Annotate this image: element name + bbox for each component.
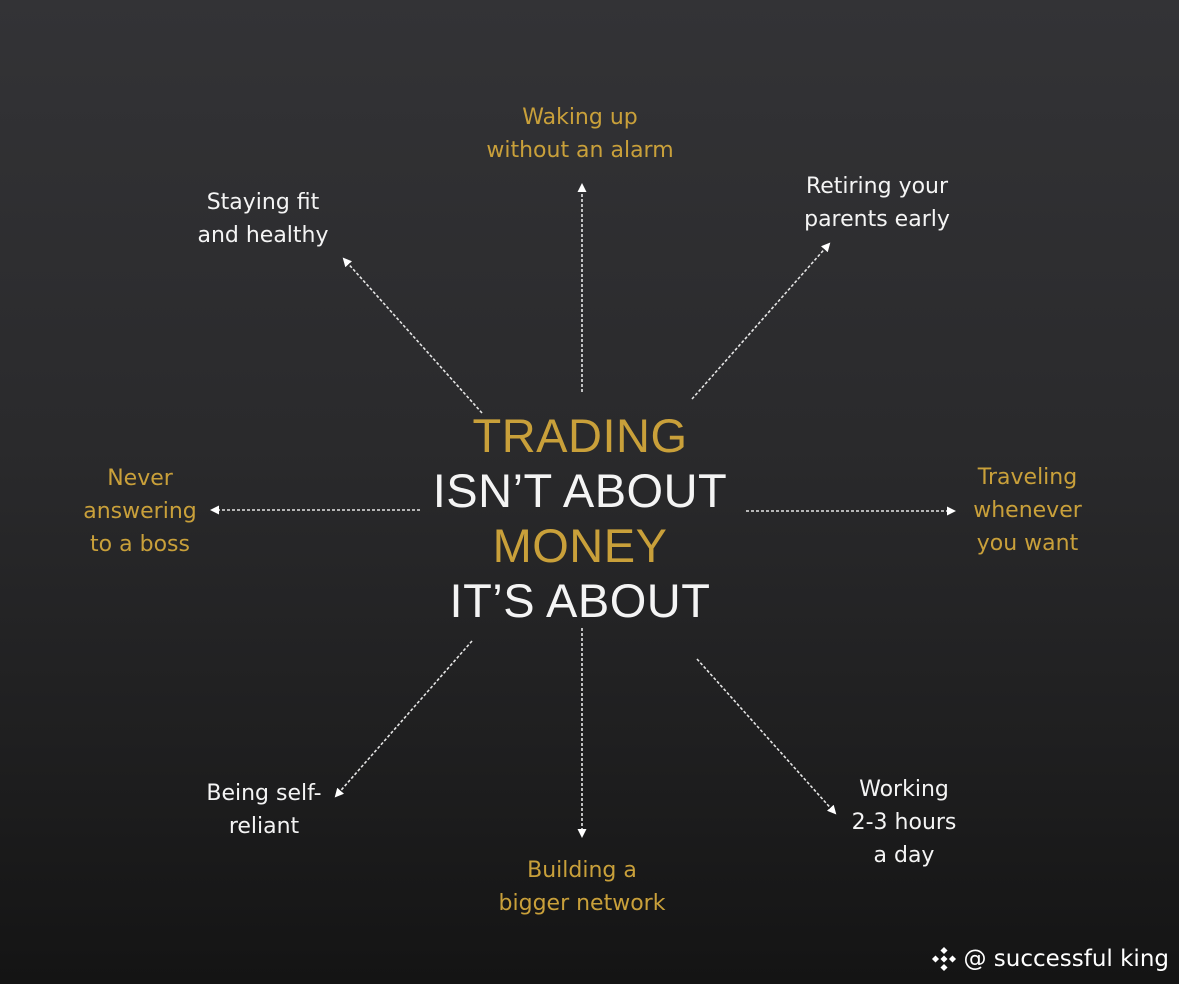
label-line: and healthy (197, 223, 329, 248)
label-line: answering (83, 499, 197, 524)
label-line: parents early (804, 207, 950, 232)
arrow-retiring (691, 242, 831, 400)
label-line: bigger network (498, 891, 666, 916)
label-line: Never (107, 466, 173, 491)
label-staying-fit: Staying fit and healthy (178, 186, 348, 252)
label-line: Being self- (206, 781, 322, 806)
label-line: you want (976, 531, 1079, 556)
label-line: Waking up (522, 105, 638, 130)
label-building-network: Building a bigger network (472, 854, 692, 920)
label-line: whenever (973, 498, 1082, 523)
label-waking-up: Waking up without an alarm (460, 101, 700, 167)
label-line: 2-3 hours (851, 810, 957, 835)
label-traveling: Traveling whenever you want (955, 461, 1100, 560)
label-self-reliant: Being self- reliant (189, 777, 339, 843)
center-line-trading: TRADING (472, 409, 688, 462)
label-working-hours: Working 2-3 hours a day (834, 773, 974, 872)
label-line: Staying fit (206, 190, 320, 215)
watermark: @ successful king (931, 946, 1169, 972)
label-line: Retiring your (805, 174, 949, 199)
label-line: Building a (527, 858, 637, 883)
watermark-text: @ successful king (963, 946, 1169, 972)
center-heading: TRADING ISN’T ABOUT MONEY IT’S ABOUT (380, 408, 780, 628)
label-never-boss: Never answering to a boss (70, 462, 210, 561)
arrow-reliant (334, 640, 473, 798)
center-line-its-about: IT’S ABOUT (449, 574, 711, 627)
arrow-working (696, 658, 837, 815)
label-line: Working (859, 777, 949, 802)
label-line: a day (873, 843, 935, 868)
center-line-isnt-about: ISN’T ABOUT (432, 464, 728, 517)
label-line: without an alarm (486, 138, 674, 163)
label-line: reliant (228, 814, 300, 839)
arrow-fit (342, 257, 483, 414)
label-line: Traveling (977, 465, 1078, 490)
label-line: to a boss (90, 532, 190, 557)
binance-logo-icon (931, 946, 957, 972)
center-line-money: MONEY (492, 519, 668, 572)
label-retiring-parents: Retiring your parents early (777, 170, 977, 236)
